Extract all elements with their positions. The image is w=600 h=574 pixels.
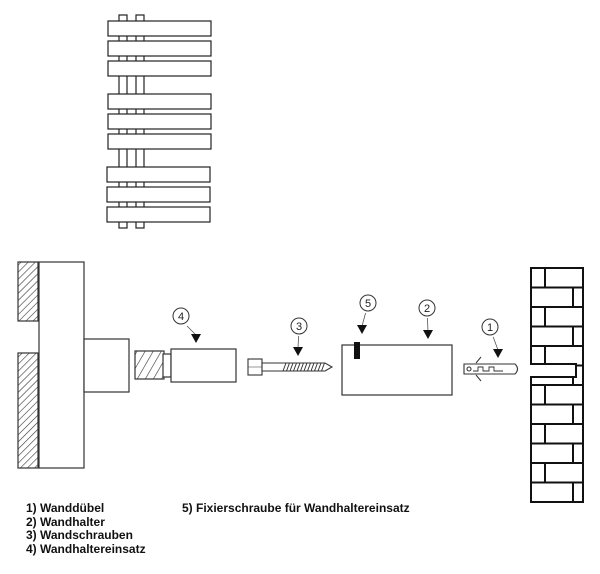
callout-arrow-icon <box>191 334 201 343</box>
callout-4: 4 <box>172 307 201 343</box>
insert-thread <box>134 350 165 380</box>
callout-2: 2 <box>418 299 436 339</box>
wall-plug-body <box>463 363 519 375</box>
part-1-wall-plug <box>463 356 519 382</box>
callout-number: 4 <box>178 311 184 323</box>
screw-thread <box>307 362 311 372</box>
screw-thread <box>289 362 294 372</box>
callout-circle <box>481 318 499 336</box>
radiator-side-body <box>38 261 85 469</box>
wall-plug-hole <box>466 366 472 372</box>
legend-item-3: 3) Wandschrauben <box>26 528 133 542</box>
callout-leader <box>186 325 197 336</box>
screw-thread <box>293 362 297 372</box>
screw-thread <box>286 362 290 372</box>
callout-circle <box>172 307 190 325</box>
callout-1: 1 <box>481 318 503 358</box>
callout-5: 5 <box>357 294 377 334</box>
legend-item-2: 2) Wandhalter <box>26 514 105 529</box>
part-3-wall-screw <box>247 358 334 376</box>
callouts: 1 2 3 4 5 <box>172 294 503 358</box>
screw-thread <box>310 362 315 372</box>
screw-shaft <box>261 362 334 372</box>
part-4-wall-bracket-insert <box>134 348 237 383</box>
radiator-bar <box>106 186 211 203</box>
insert-body <box>170 348 237 383</box>
radiator-bar <box>106 206 211 223</box>
callout-3: 3 <box>290 317 308 356</box>
screw-thread <box>282 362 287 372</box>
screw-thread <box>296 362 301 372</box>
radiator-bar <box>107 133 212 150</box>
radiator-bar <box>107 40 212 57</box>
callout-leader <box>361 312 366 327</box>
radiator-bar <box>107 60 212 77</box>
callout-number: 3 <box>296 321 302 333</box>
legend-item-1: 1) Wanddübel <box>26 501 105 515</box>
legend-item-5: 5) Fixierschraube für Wandhaltereinsatz <box>182 501 410 515</box>
callout-leader <box>492 336 499 351</box>
screw-thread <box>314 362 318 372</box>
radiator-bar <box>107 113 212 130</box>
callout-circle <box>359 294 377 312</box>
callout-number: 5 <box>365 298 371 310</box>
part-5-fixing-screw <box>354 342 360 359</box>
brick-wall <box>530 267 584 503</box>
radiator-bar <box>106 166 211 183</box>
legend-item-4: 4) Wandhaltereinsatz <box>26 541 146 556</box>
wall-bracket-body <box>341 344 453 396</box>
legend-right: 5) Fixierschraube für Wandhaltereinsatz <box>182 501 410 516</box>
callout-arrow-icon <box>493 349 503 358</box>
callout-leader <box>297 335 299 349</box>
screw-thread <box>300 362 304 372</box>
screw-thread <box>321 362 325 372</box>
screw-thread <box>303 362 308 372</box>
radiator-side-section <box>17 261 130 469</box>
screw-thread <box>317 362 322 372</box>
part-2-wall-bracket <box>341 342 453 396</box>
radiator-illustration <box>106 14 212 229</box>
legend-left: 1) Wanddübel 2) Wandhalter 3) Wandschrau… <box>26 501 146 556</box>
radiator-bar <box>107 93 212 110</box>
callout-number: 2 <box>424 303 430 315</box>
callout-leader <box>427 317 429 332</box>
callout-circle <box>418 299 436 317</box>
callout-arrow-icon <box>357 325 367 334</box>
drill-hole <box>530 363 577 378</box>
callout-circle <box>290 317 308 335</box>
callout-arrow-icon <box>423 330 433 339</box>
wall-hatch-bottom <box>17 352 39 469</box>
callout-arrow-icon <box>293 347 303 356</box>
insert-collar <box>162 353 172 378</box>
radiator-connector-block <box>83 338 130 393</box>
radiator-bar <box>107 20 212 37</box>
callout-number: 1 <box>487 322 493 334</box>
wall-hatch-top <box>17 261 39 322</box>
